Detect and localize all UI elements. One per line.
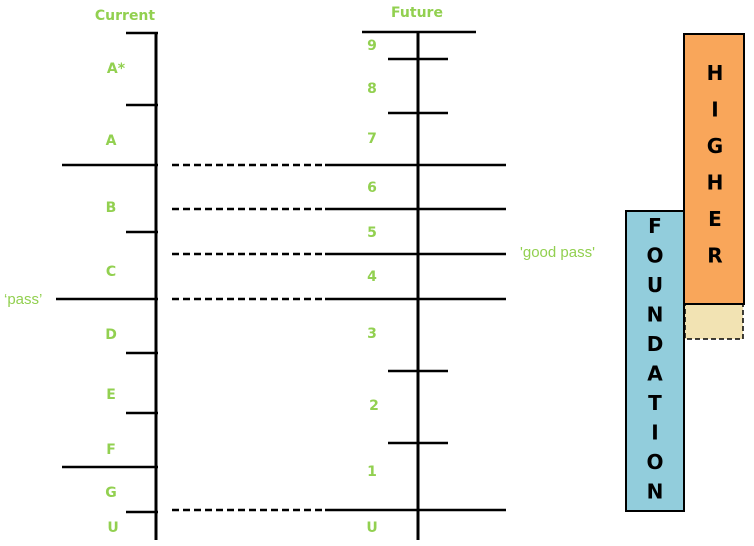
foundation-letter: T (648, 391, 662, 415)
current-grade-label: C (106, 264, 116, 280)
future-grade-label: 8 (367, 81, 377, 97)
current-grade-label: D (105, 327, 117, 343)
foundation-letter: N (647, 480, 664, 504)
future-grade-label: 9 (367, 38, 377, 54)
current-header: Current (95, 8, 156, 24)
future-grade-label: U (366, 520, 377, 536)
higher-letter: I (711, 98, 718, 122)
higher-tier-box (683, 33, 745, 305)
future-grade-label: 3 (367, 326, 377, 342)
higher-letter: H (707, 61, 724, 85)
current-grade-label: A* (107, 61, 126, 77)
higher-letter: E (708, 207, 722, 231)
foundation-letter: O (646, 244, 663, 268)
pass-annotation: ‘pass’ (4, 291, 42, 308)
future-header: Future (391, 5, 443, 21)
current-grade-label: A (106, 133, 117, 149)
future-grade-label: 5 (367, 225, 377, 241)
higher-letter: R (707, 244, 722, 268)
current-grade-label: E (106, 387, 116, 403)
foundation-letter: D (647, 332, 664, 356)
current-grade-label: U (107, 520, 118, 536)
foundation-letter: I (651, 421, 658, 445)
foundation-letter: O (646, 450, 663, 474)
future-grade-label: 6 (367, 180, 377, 196)
foundation-tier-box (625, 210, 685, 512)
higher-letter: G (707, 134, 723, 158)
foundation-letter: N (647, 303, 664, 327)
current-grade-label: F (106, 442, 116, 458)
future-grade-label: 4 (367, 269, 377, 285)
future-grade-label: 2 (369, 398, 379, 414)
good-pass-annotation: 'good pass' (520, 244, 595, 261)
tier-overlap-region (684, 303, 744, 340)
foundation-letter: F (648, 214, 662, 238)
future-grade-label: 7 (367, 131, 377, 147)
foundation-letter: A (647, 362, 663, 386)
current-grade-label: G (105, 485, 117, 501)
higher-letter: H (707, 171, 724, 195)
current-grade-label: B (106, 200, 117, 216)
foundation-letter: U (647, 273, 663, 297)
future-grade-label: 1 (367, 464, 377, 480)
